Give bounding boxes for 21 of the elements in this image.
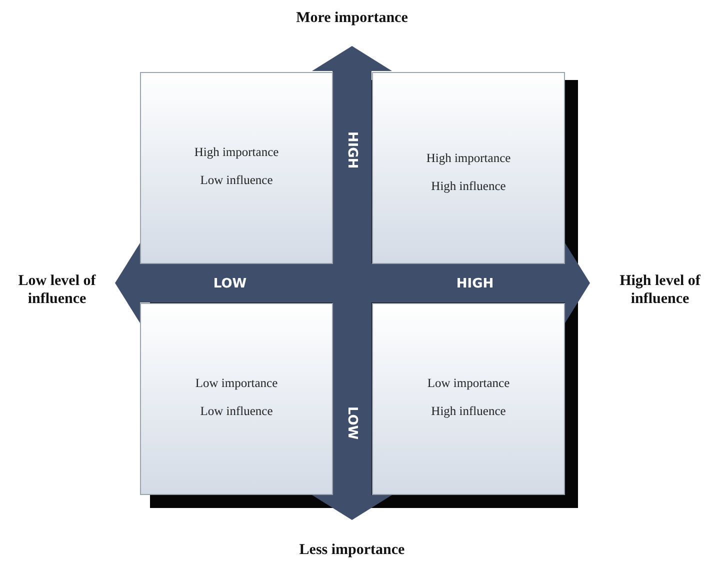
- double-headed-block-arrow: [115, 243, 590, 323]
- quadrant-text: Low influence: [200, 404, 273, 419]
- quadrant-text: Low importance: [427, 376, 510, 391]
- quadrant-box: [140, 303, 333, 495]
- axis-level-label: LOW: [213, 276, 247, 292]
- quadrant-text: High importance: [426, 151, 511, 166]
- axis-title: Less importance: [299, 541, 405, 559]
- quadrant-text: High influence: [431, 404, 506, 419]
- axis-level-label: HIGH: [344, 131, 360, 169]
- axis-level-label: HIGH: [456, 276, 494, 292]
- axis-level-label: LOW: [344, 406, 360, 440]
- axis-title: High level of influence: [605, 272, 715, 308]
- axis-title: More importance: [296, 9, 408, 27]
- quadrant-text: Low influence: [200, 173, 273, 188]
- quadrant-text: Low importance: [195, 376, 278, 391]
- axis-title: Low level of influence: [2, 272, 112, 308]
- quadrant-box: [140, 72, 333, 264]
- quadrant-box: [372, 303, 565, 495]
- quadrant-text: High influence: [431, 179, 506, 194]
- quadrant-text: High importance: [194, 145, 279, 160]
- quadrant-box: [372, 72, 565, 264]
